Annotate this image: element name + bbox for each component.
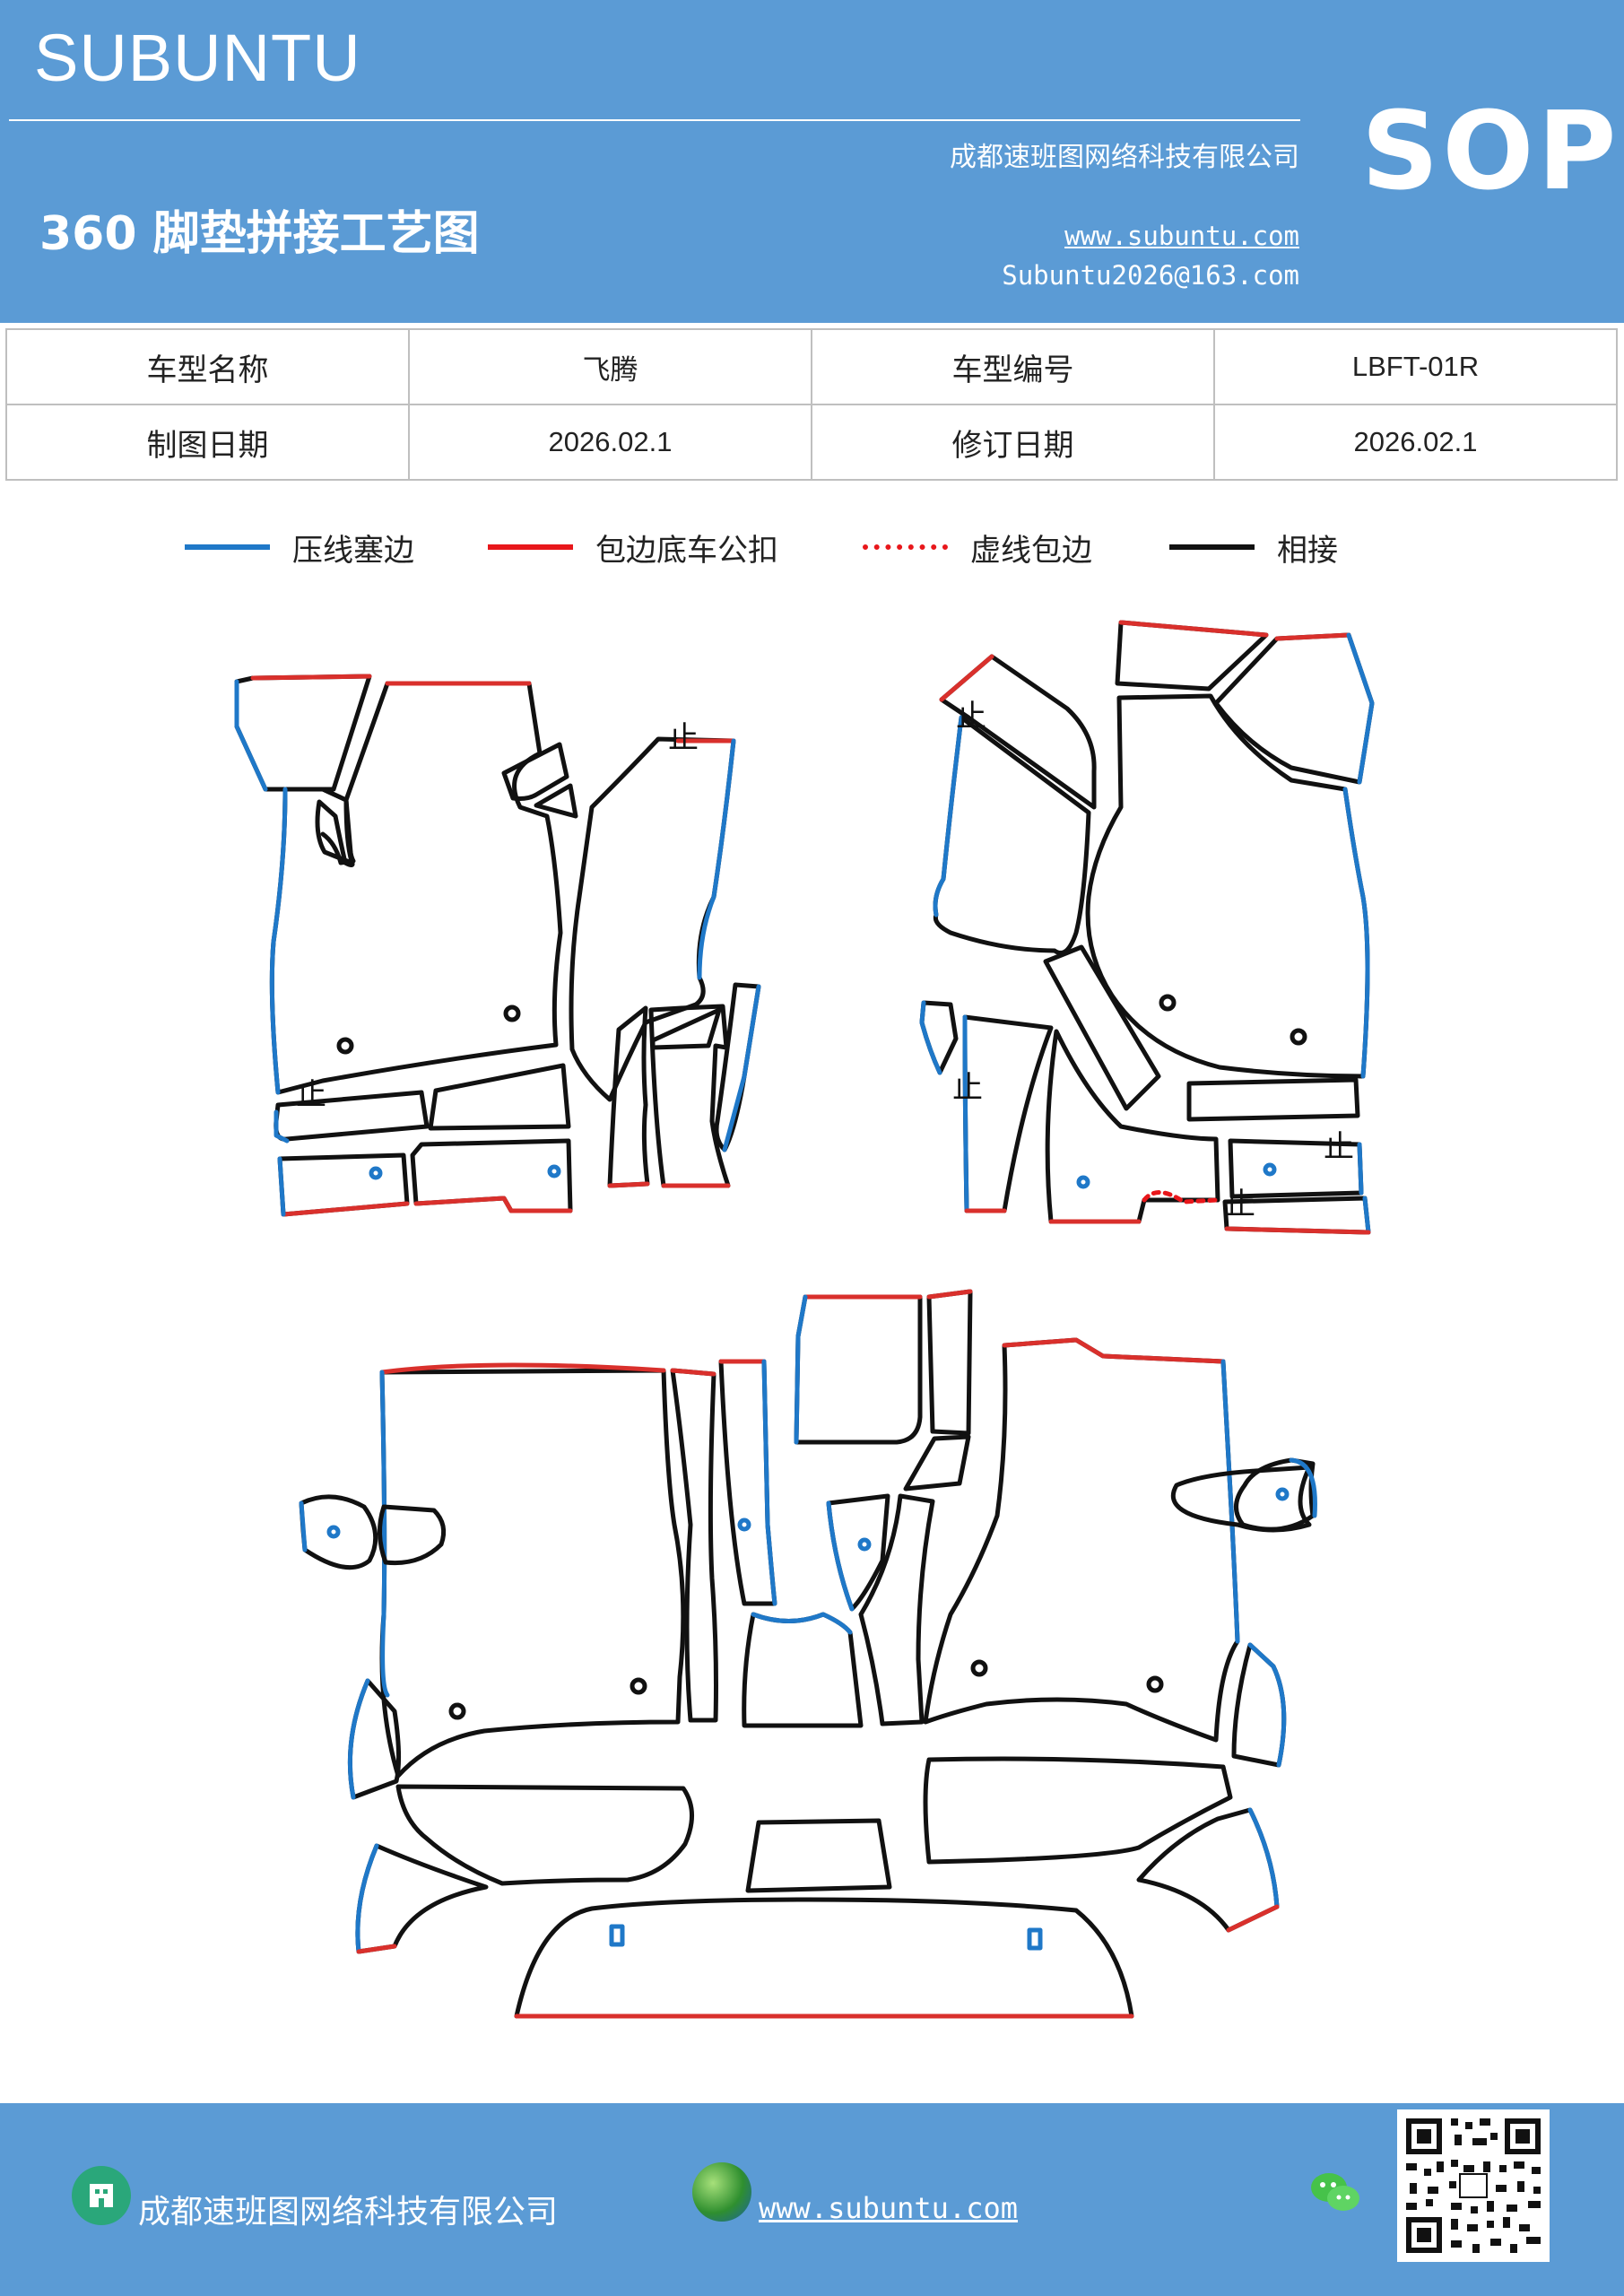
svg-text:止: 止 — [296, 1077, 326, 1113]
legend-item-dotted-edge: 虚线包边 — [863, 520, 1092, 574]
svg-text:止: 止 — [1225, 1187, 1255, 1222]
legend-swatch-blue — [185, 544, 270, 550]
legend-item-press-line: 压线塞边 — [185, 520, 414, 574]
footer-banner: 成都速班图网络科技有限公司 www.subuntu.com — [0, 2103, 1624, 2296]
svg-text:止: 止 — [668, 720, 699, 756]
table-row: 车型名称 飞腾 车型编号 LBFT-01R — [5, 328, 1618, 405]
label-model-code: 车型编号 — [811, 328, 1215, 405]
globe-icon — [692, 2162, 751, 2222]
vehicle-info-table: 车型名称 飞腾 车型编号 LBFT-01R 制图日期 2026.02.1 修订日… — [5, 328, 1618, 481]
building-icon — [72, 2166, 131, 2225]
header-divider — [9, 119, 1300, 121]
footer-company-name: 成都速班图网络科技有限公司 — [138, 2194, 559, 2231]
value-draw-date: 2026.02.1 — [408, 404, 812, 481]
sop-badge: SOP — [1361, 90, 1620, 214]
svg-text:止: 止 — [956, 699, 986, 735]
legend-item-joint: 相接 — [1169, 520, 1338, 574]
value-model-name: 飞腾 — [408, 328, 812, 405]
value-revision-date: 2026.02.1 — [1213, 404, 1618, 481]
svg-text:止: 止 — [952, 1070, 983, 1106]
legend-item-red-edge: 包边底车公扣 — [488, 520, 778, 574]
label-draw-date: 制图日期 — [5, 404, 410, 481]
website-link[interactable]: www.subuntu.com — [1064, 221, 1299, 251]
mat-group-front-right: 止 止 止 止 — [919, 620, 1375, 1235]
wechat-icon — [1306, 2162, 1365, 2222]
header-banner: SUBUNTU 360 脚垫拼接工艺图 成都速班图网络科技有限公司 www.su… — [0, 0, 1624, 323]
footer-website-link[interactable]: www.subuntu.com — [759, 2191, 1018, 2225]
legend-swatch-red — [488, 544, 573, 550]
value-model-code: LBFT-01R — [1213, 328, 1618, 405]
company-name: 成都速班图网络科技有限公司 — [950, 142, 1299, 173]
mat-group-rear — [299, 1289, 1317, 2019]
svg-text:止: 止 — [1324, 1129, 1354, 1165]
label-model-name: 车型名称 — [5, 328, 410, 405]
mat-group-front-left: 止 止 — [234, 674, 761, 1217]
brand-logo-text: SUBUNTU — [34, 21, 361, 95]
email-text: Subuntu2026@163.com — [1002, 260, 1299, 291]
table-row: 制图日期 2026.02.1 修订日期 2026.02.1 — [5, 404, 1618, 481]
qr-code — [1397, 2109, 1550, 2262]
document-title: 360 脚垫拼接工艺图 — [39, 207, 480, 261]
legend-swatch-black — [1169, 544, 1255, 550]
legend-swatch-dotted-red — [863, 544, 948, 550]
label-revision-date: 修订日期 — [811, 404, 1215, 481]
line-legend: 压线塞边 包边底车公扣 虚线包边 相接 — [0, 520, 1624, 574]
